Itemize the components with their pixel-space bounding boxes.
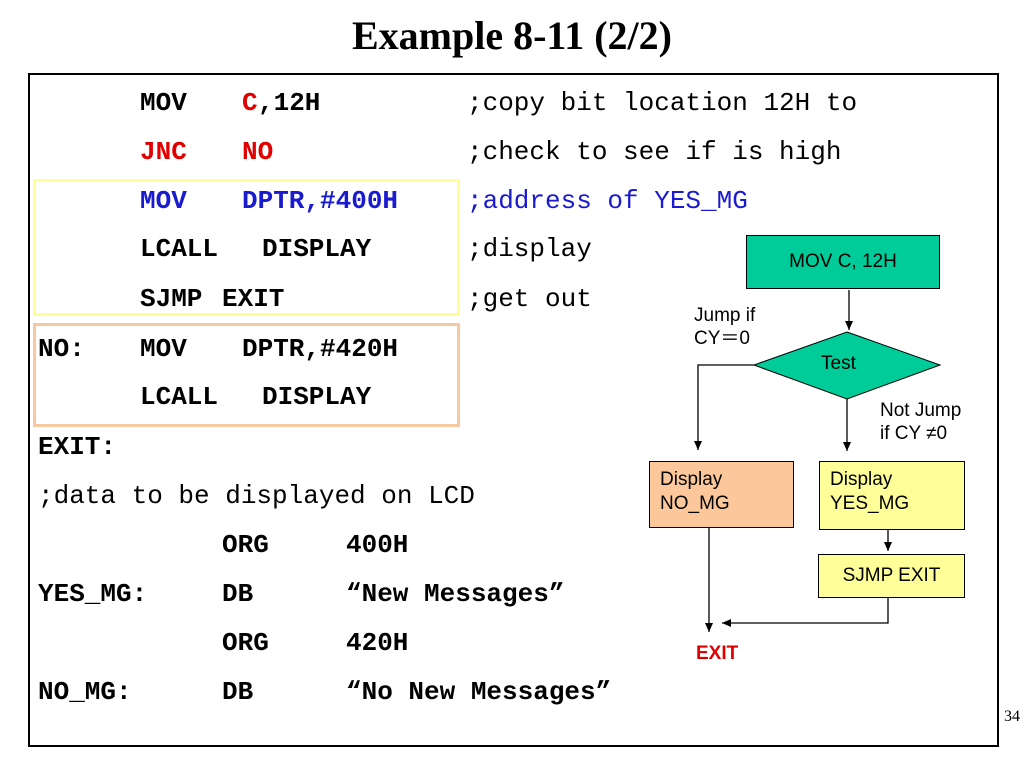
flowchart-yes-box: Display YES_MG: [819, 461, 965, 530]
code-arg: DPTR,#420H: [242, 334, 399, 364]
content-frame: [28, 73, 999, 747]
flowchart-sjmp-box: SJMP EXIT: [818, 554, 965, 598]
code-arg: “New Messages”: [346, 579, 565, 609]
code-arg: ,12H: [258, 88, 321, 118]
code-arg: DPTR,#400H: [242, 186, 399, 216]
arrow-jump-branch: [694, 364, 754, 450]
code-op: ORG: [222, 530, 269, 560]
code-arg: “No New Messages”: [346, 677, 612, 707]
code-arg: DISPLAY: [262, 382, 372, 412]
code-comment: ;address of YES_MG: [467, 186, 748, 216]
code-op: JNC: [140, 137, 187, 167]
code-comment: ;check to see if is high: [467, 137, 842, 167]
code-op: LCALL: [140, 382, 219, 412]
exit-label: EXIT: [696, 643, 739, 664]
code-comment: ;data to be displayed on LCD: [38, 481, 475, 511]
decision-label: Test: [821, 353, 856, 374]
code-op: MOV: [140, 88, 187, 118]
code-arg: NO: [242, 137, 274, 167]
code-op: MOV: [140, 186, 187, 216]
code-arg: 420H: [346, 628, 409, 658]
sjmp-box-label: SJMP EXIT: [842, 565, 941, 586]
code-comment: ;get out: [467, 284, 592, 314]
yes-box-label: Display YES_MG: [830, 469, 910, 514]
code-op: MOV: [140, 334, 187, 364]
code-arg-highlight: C: [242, 88, 258, 118]
flowchart-no-box: Display NO_MG: [649, 461, 794, 528]
code-comment: ;copy bit location 12H to: [467, 88, 858, 118]
code-label: NO:: [38, 334, 85, 364]
code-label: NO_MG:: [38, 677, 132, 707]
code-comment: ;display: [467, 234, 592, 264]
code-label: EXIT:: [38, 432, 117, 462]
code-label: YES_MG:: [38, 579, 148, 609]
code-arg: DISPLAY: [262, 234, 372, 264]
code-op: DB: [222, 677, 254, 707]
code-op: SJMP: [140, 284, 203, 314]
code-arg: 400H: [346, 530, 409, 560]
no-branch-highlight: [33, 323, 460, 427]
yes-branch-highlight: [33, 179, 460, 316]
page-number: 34: [1004, 708, 1020, 725]
slide-title: Example 8-11 (2/2): [352, 13, 672, 58]
code-op: LCALL: [140, 234, 219, 264]
code-arg: EXIT: [222, 284, 285, 314]
code-op: ORG: [222, 628, 269, 658]
no-box-label: Display NO_MG: [660, 469, 730, 514]
arrow-sjmp-to-exit: [722, 598, 889, 627]
not-jump-condition-label: Not Jump if CY ≠0: [880, 400, 962, 444]
start-box-label: MOV C, 12H: [789, 251, 897, 272]
jump-condition-label: Jump if CY＝0: [694, 305, 756, 349]
code-op: DB: [222, 579, 254, 609]
flowchart-start-box: MOV C, 12H: [746, 235, 940, 289]
